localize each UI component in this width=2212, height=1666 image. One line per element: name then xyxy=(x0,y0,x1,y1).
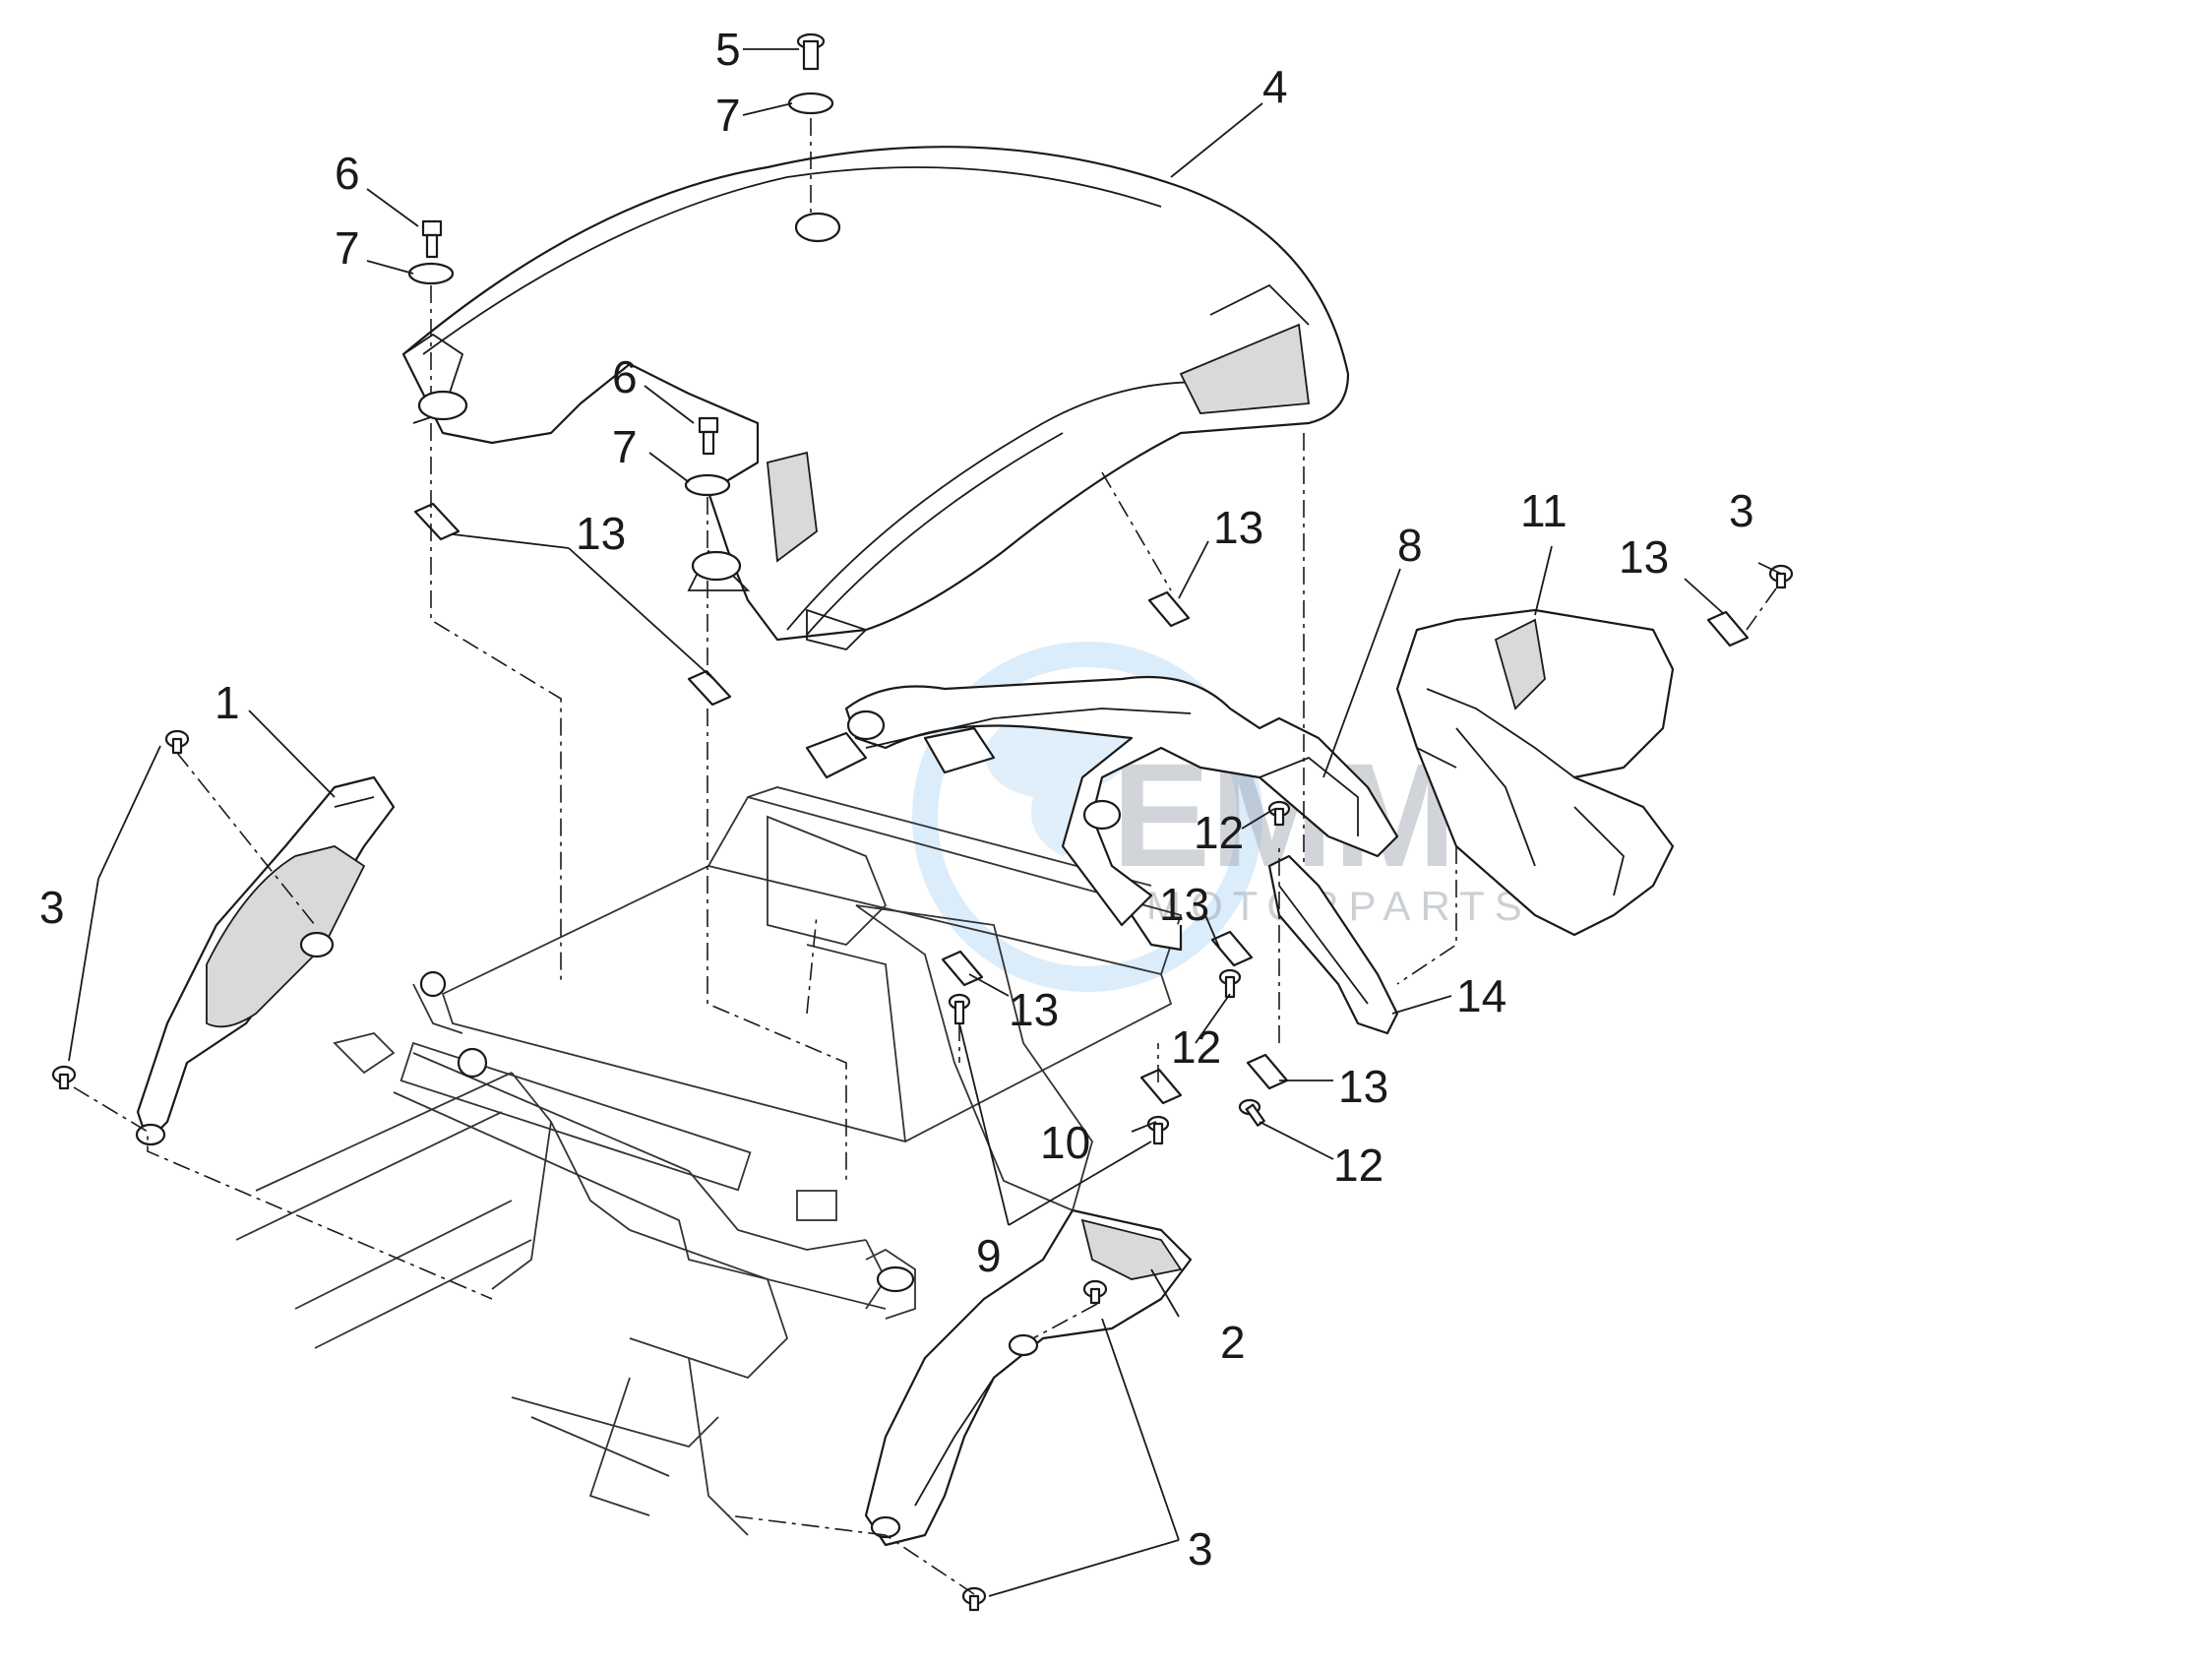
callout-label: 9 xyxy=(976,1230,1002,1281)
callout-label: 13 xyxy=(1619,531,1669,583)
screw-10-icon xyxy=(1146,1115,1170,1145)
license-plate-holder xyxy=(1395,608,1675,937)
callout-label: 6 xyxy=(335,148,360,199)
callout-label: 11 xyxy=(1520,485,1567,536)
screw-9-icon xyxy=(948,993,971,1025)
washer-7-icon xyxy=(787,92,834,115)
callout-label: 12 xyxy=(1194,807,1244,858)
screw-3-icon xyxy=(51,1065,77,1090)
clip-13-icon xyxy=(1210,930,1254,967)
callout-label: 13 xyxy=(1213,502,1263,553)
washer-7-icon xyxy=(407,262,455,285)
callout-label: 5 xyxy=(715,24,741,75)
callout-label: 13 xyxy=(1009,984,1059,1035)
clip-13-icon xyxy=(1139,1068,1183,1105)
callout-label: 13 xyxy=(1338,1061,1388,1112)
callout-label: 3 xyxy=(39,882,65,933)
callout-label: 2 xyxy=(1220,1317,1246,1368)
fasteners xyxy=(51,32,1794,1612)
assembly-lines xyxy=(73,118,1777,1595)
washer-7-icon xyxy=(684,473,731,497)
callout-label: 7 xyxy=(612,421,638,472)
callout-label: 14 xyxy=(1456,970,1506,1021)
watermark-continent-icon xyxy=(984,702,1141,856)
motorcycle-rear-frame xyxy=(235,786,1183,1536)
callout-label: 13 xyxy=(1159,879,1209,930)
callout-label: 3 xyxy=(1188,1523,1213,1574)
callout-label: 13 xyxy=(576,508,626,559)
screw-3-icon xyxy=(961,1586,987,1612)
screw-3-icon xyxy=(1768,564,1794,589)
callout-label: 7 xyxy=(335,222,360,274)
bracket xyxy=(1267,854,1399,1035)
leader-lines xyxy=(68,48,1782,1597)
clip-13-icon xyxy=(1147,590,1191,628)
callout-label: 12 xyxy=(1333,1140,1383,1191)
callout-label: 4 xyxy=(1262,61,1288,112)
callout-label: 6 xyxy=(612,351,638,402)
callout-label: 12 xyxy=(1171,1021,1221,1073)
rear-fender xyxy=(401,146,1350,650)
grab-rail xyxy=(805,675,1399,952)
screw-12-icon xyxy=(1218,968,1242,999)
clip-13-icon xyxy=(687,669,732,707)
right-side-cover xyxy=(864,1208,1193,1547)
callout-label: 10 xyxy=(1040,1117,1090,1168)
screw-5-icon xyxy=(796,32,826,71)
screw-6-icon xyxy=(421,219,443,259)
left-side-cover xyxy=(135,775,396,1146)
callout-label: 1 xyxy=(215,677,240,728)
watermark-globe-icon xyxy=(912,642,1262,992)
screw-6-icon xyxy=(698,416,719,456)
screw-12-icon xyxy=(1267,800,1291,827)
clip-13-icon xyxy=(1246,1053,1289,1090)
clip-13-icon xyxy=(941,950,984,987)
callout-label: 3 xyxy=(1729,485,1754,536)
screw-3-icon xyxy=(1082,1279,1108,1305)
callout-labels: 5 7 4 6 7 6 7 13 13 11 3 8 13 1 3 12 13 … xyxy=(39,24,1754,1574)
callout-label: 7 xyxy=(715,90,741,141)
clip-13-icon xyxy=(1706,610,1750,648)
callout-label: 8 xyxy=(1397,520,1423,571)
screw-3-icon xyxy=(164,729,190,755)
clip-13-icon xyxy=(413,502,461,541)
